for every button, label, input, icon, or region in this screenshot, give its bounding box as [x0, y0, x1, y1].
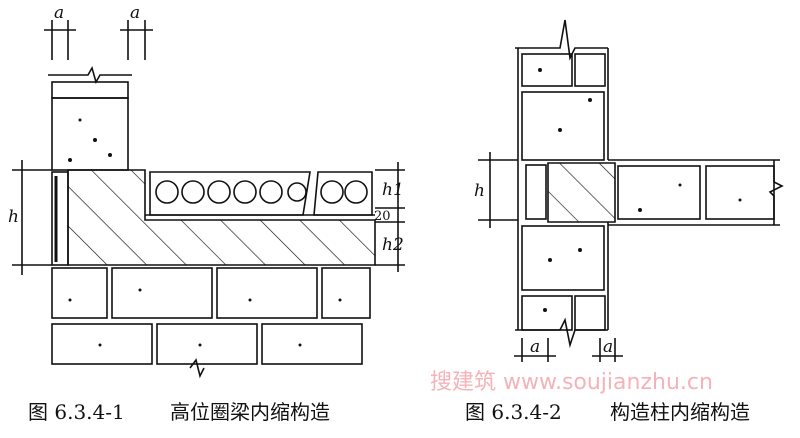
dim-a-right: a [603, 337, 613, 357]
dim-h: h [8, 207, 19, 227]
structural-column [547, 162, 616, 223]
dim-h2: h2 [382, 235, 404, 255]
insulation-strip [51, 171, 69, 266]
figure1-caption-number: 图 6.3.4-1 [28, 400, 125, 424]
figure2-drawing [478, 19, 784, 362]
dim-h: h [474, 181, 485, 201]
figure2-caption-title: 构造柱内缩构造 [610, 400, 750, 424]
figure1-caption-title: 高位圈梁内缩构造 [170, 400, 330, 424]
aggregate-dots [68, 68, 742, 347]
figure1-drawing [12, 20, 405, 379]
watermark: 搜建筑 www.soujianzhu.cn [430, 370, 713, 395]
dim-h1: h1 [382, 180, 404, 200]
dim-gap-20: 20 [374, 209, 391, 224]
ring-beam [67, 169, 376, 266]
dim-a-left: a [54, 3, 64, 23]
upper-wall-block [51, 81, 129, 99]
slab-cores [155, 180, 307, 204]
dim-a-right: a [130, 3, 140, 23]
dim-a-left: a [530, 337, 540, 357]
figure2-caption-number: 图 6.3.4-2 [465, 400, 562, 424]
insulation-strip [525, 164, 547, 220]
